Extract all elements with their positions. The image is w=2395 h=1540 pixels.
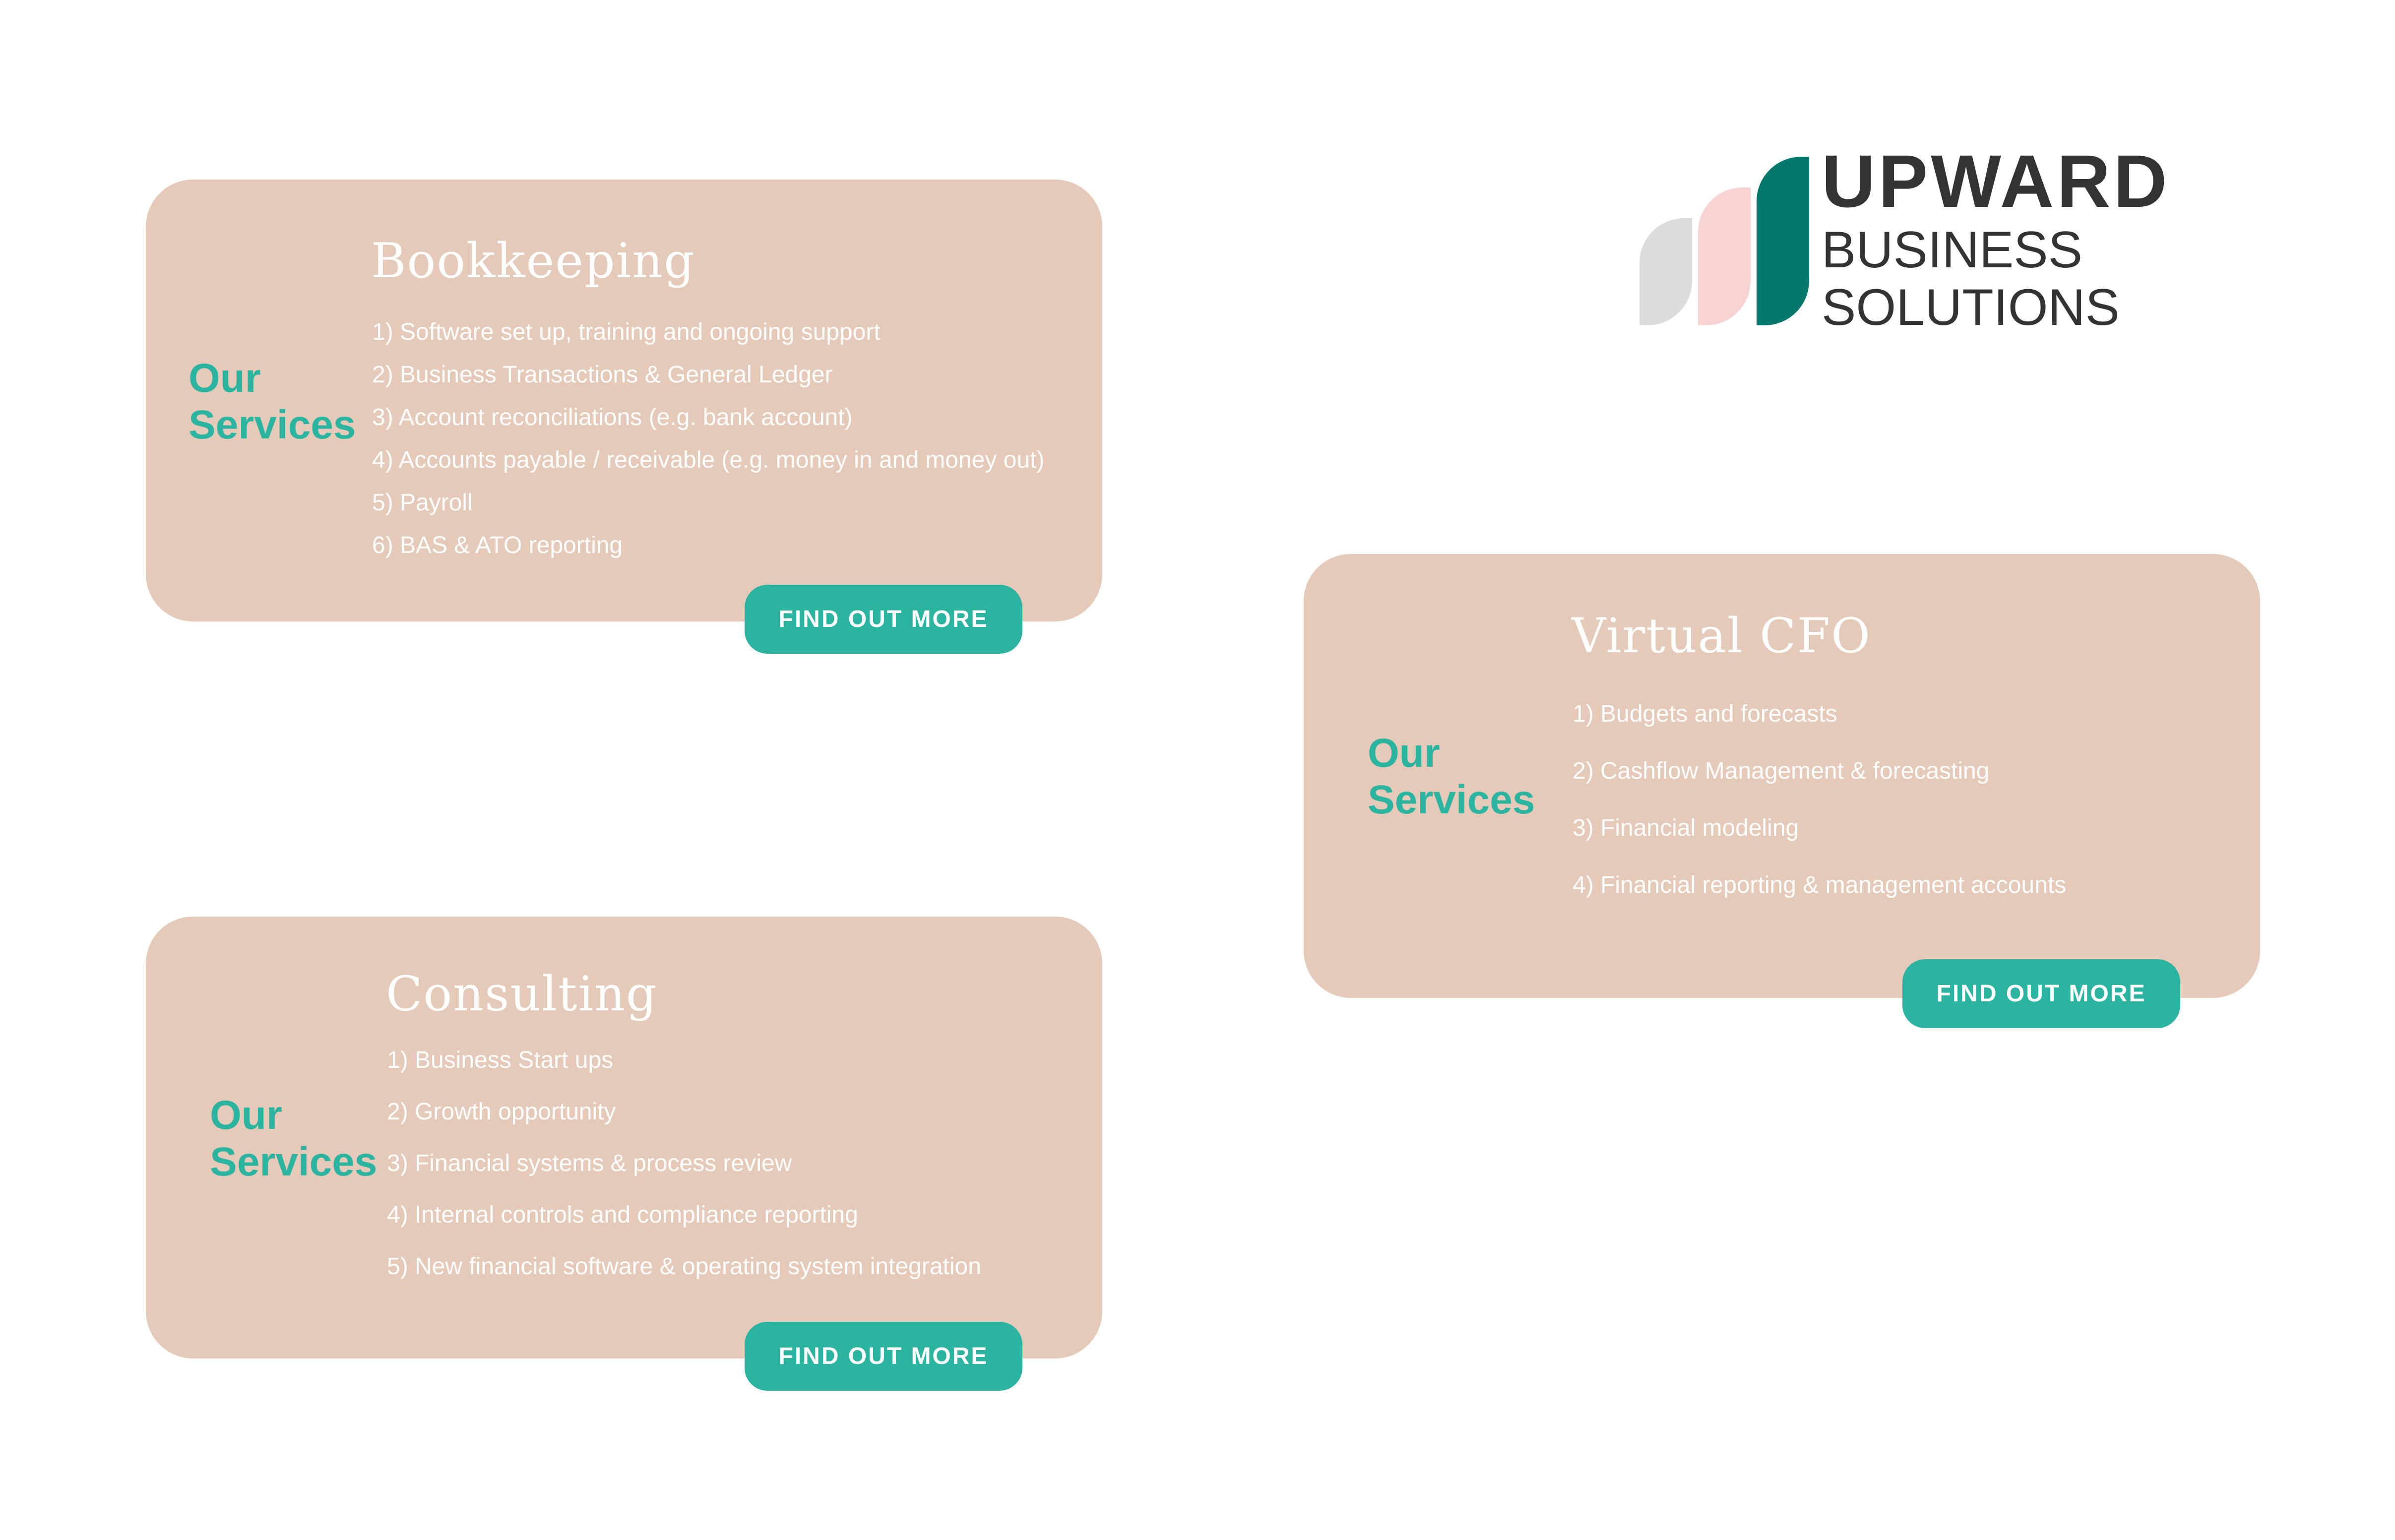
logo-word-business: BUSINESS [1822,221,2082,279]
find-out-more-button[interactable]: FIND OUT MORE [745,1322,1022,1391]
list-item: 4) Internal controls and compliance repo… [387,1202,858,1228]
logo-bar-green [1757,157,1809,325]
list-item: 4) Financial reporting & management acco… [1573,872,2067,898]
virtual-cfo-card [1304,554,2260,998]
find-out-more-button[interactable]: FIND OUT MORE [1902,959,2180,1028]
label-line: Our [210,1093,282,1138]
consulting-card [146,917,1102,1358]
card-title: Consulting [386,966,658,1022]
list-item: 3) Financial modeling [1573,815,1799,841]
list-item: 1) Business Start ups [387,1047,614,1073]
logo-word-solutions: SOLUTIONS [1822,279,2120,336]
list-item: 1) Budgets and forecasts [1573,701,1837,727]
list-item: 2) Growth opportunity [387,1099,616,1125]
label-line: Our [189,356,261,401]
card-title: Virtual CFO [1572,608,1871,664]
logo-word-upward: UPWARD [1822,139,2170,223]
list-item: 5) New financial software & operating sy… [387,1253,981,1280]
label-line: Services [210,1139,378,1184]
list-item: 2) Business Transactions & General Ledge… [372,362,833,388]
list-item: 2) Cashflow Management & forecasting [1573,758,1990,784]
label-line: Services [1368,777,1535,822]
list-item: 3) Financial systems & process review [387,1150,792,1176]
list-item: 4) Accounts payable / receivable (e.g. m… [372,447,1045,473]
service-list: 1) Budgets and forecasts 2) Cashflow Man… [1573,702,2066,897]
list-item: 6) BAS & ATO reporting [372,532,623,558]
logo-bar-pink [1698,187,1751,325]
label-line: Services [189,402,356,447]
our-services-label: Our Services [210,1092,377,1185]
label-line: Our [1368,731,1440,776]
find-out-more-button[interactable]: FIND OUT MORE [745,585,1022,654]
list-item: 1) Software set up, training and ongoing… [372,319,881,345]
logo-bar-gray [1639,218,1692,325]
bookkeeping-card [146,180,1102,621]
our-services-label: Our Services [189,355,356,448]
our-services-label: Our Services [1368,730,1535,823]
card-title: Bookkeeping [371,233,695,289]
list-item: 3) Account reconciliations (e.g. bank ac… [372,404,853,431]
service-list: 1) Software set up, training and ongoing… [372,320,1044,557]
service-list: 1) Business Start ups 2) Growth opportun… [387,1048,981,1279]
list-item: 5) Payroll [372,490,473,516]
